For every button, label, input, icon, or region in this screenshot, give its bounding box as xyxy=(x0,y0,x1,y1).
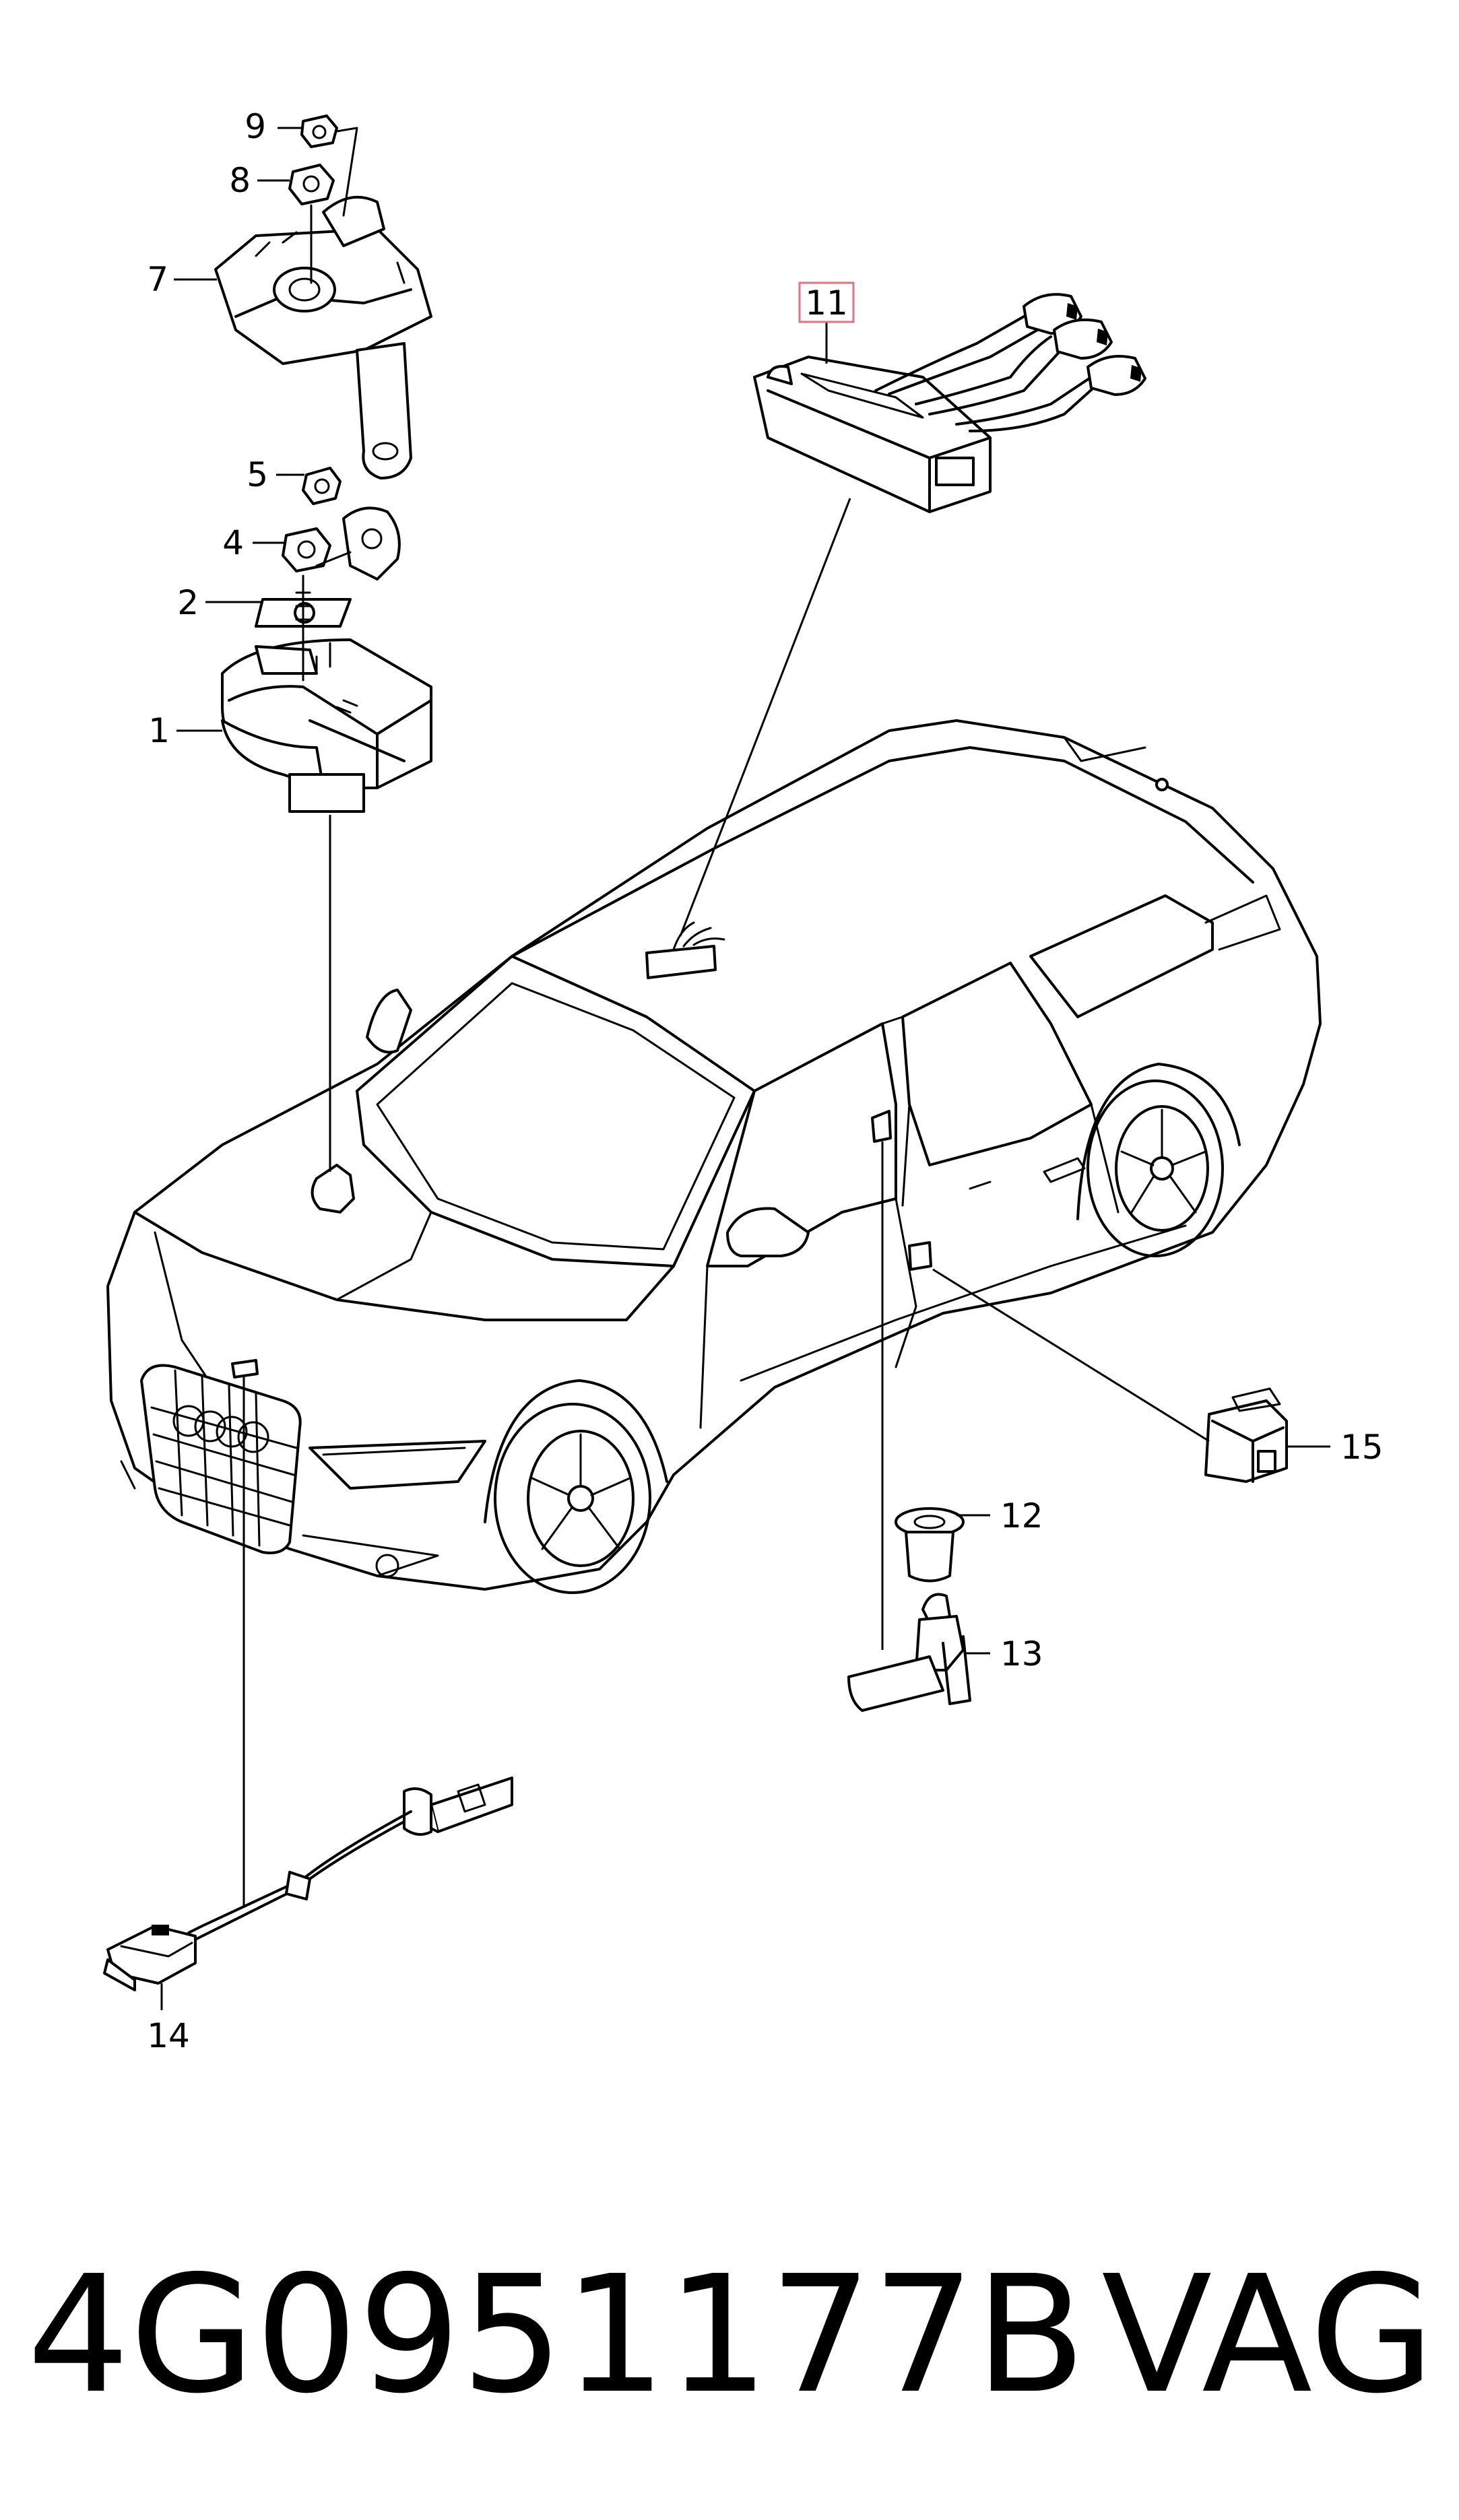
callout-12[interactable]: 12 xyxy=(1000,1496,1043,1535)
roof-antenna-marker xyxy=(645,945,717,979)
door-sensor-marker xyxy=(908,1241,932,1271)
callout-11[interactable]: 11 xyxy=(805,284,848,323)
footer: 4G0951177B VAG xyxy=(27,2241,1435,2429)
part-7-bracket xyxy=(214,195,432,479)
part-12-clip xyxy=(895,1507,965,1583)
callout-15[interactable]: 15 xyxy=(1340,1428,1384,1467)
callout-7[interactable]: 7 xyxy=(147,260,168,299)
callout-11-highlight-box xyxy=(798,281,855,323)
part-11-module xyxy=(753,293,1146,513)
part-9-nut xyxy=(300,114,358,217)
part-1-control-unit xyxy=(221,638,432,813)
part-5-nut xyxy=(302,467,401,581)
part-4-nut xyxy=(282,527,331,682)
callout-1[interactable]: 1 xyxy=(148,711,170,750)
callout-8[interactable]: 8 xyxy=(229,161,251,200)
callout-5[interactable]: 5 xyxy=(247,455,268,494)
callout-14[interactable]: 14 xyxy=(147,2016,190,2055)
leader-lines xyxy=(160,127,1330,2010)
callout-9[interactable]: 9 xyxy=(245,107,266,146)
grille-sensor-marker xyxy=(231,1359,259,1379)
hood-sensor-marker xyxy=(311,1164,355,1214)
b-pillar-sensor-marker xyxy=(871,1110,892,1143)
part-8-nut xyxy=(288,164,335,284)
part-14-harness xyxy=(103,1777,513,1991)
callout-4[interactable]: 4 xyxy=(222,523,244,562)
callout-13[interactable]: 13 xyxy=(1000,1634,1043,1673)
car-illustration xyxy=(106,719,1322,1594)
part-number: 4G0951177B xyxy=(27,2241,1086,2429)
part-15-switch xyxy=(1204,1387,1288,1483)
brand-label: VAG xyxy=(1101,2241,1435,2429)
part-13-sensor xyxy=(847,1593,971,1712)
callout-2[interactable]: 2 xyxy=(177,583,199,622)
callout-labels: 9 8 7 5 4 2 1 11 15 12 13 14 xyxy=(147,107,1383,2055)
